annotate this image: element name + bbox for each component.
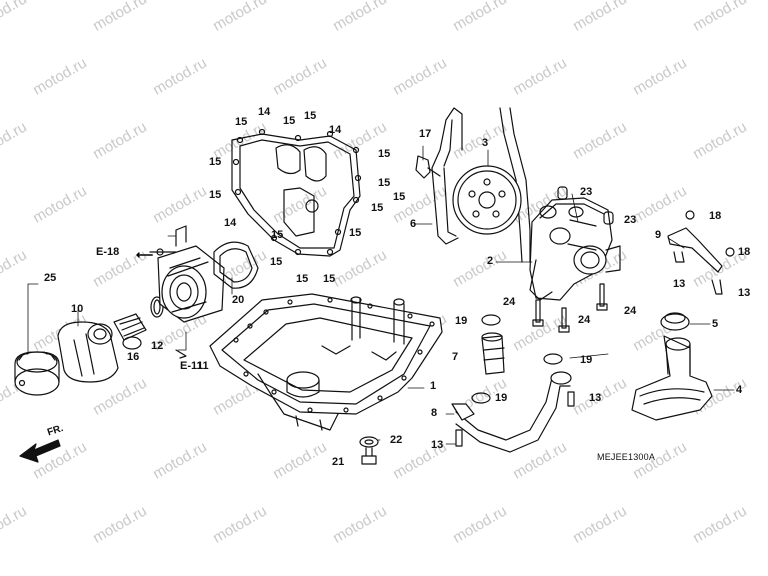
oil-pipe bbox=[451, 371, 572, 453]
callout-15-f[interactable]: 15 bbox=[209, 189, 222, 201]
callout-13-bracket[interactable]: 13 bbox=[673, 278, 686, 290]
strainer-seal bbox=[660, 312, 690, 331]
leader-lines bbox=[27, 145, 735, 445]
callout-6[interactable]: 6 bbox=[410, 218, 417, 230]
callout-20[interactable]: 20 bbox=[232, 294, 245, 306]
callout-11[interactable]: 11 bbox=[197, 360, 209, 372]
oil-pump bbox=[529, 197, 621, 301]
callout-15-c[interactable]: 15 bbox=[304, 110, 317, 122]
callout-13-pipe[interactable]: 13 bbox=[589, 392, 602, 404]
callout-9[interactable]: 9 bbox=[655, 229, 662, 241]
callout-1[interactable]: 1 bbox=[430, 380, 437, 392]
oil-strainer bbox=[631, 335, 713, 421]
callout-14-right[interactable]: 14 bbox=[329, 124, 342, 136]
pipe-bolt-left bbox=[455, 429, 463, 447]
callout-15-i[interactable]: 15 bbox=[371, 202, 384, 214]
callout-15-h[interactable]: 15 bbox=[393, 191, 406, 203]
callout-15-l[interactable]: 15 bbox=[270, 256, 283, 268]
callout-15-g[interactable]: 15 bbox=[378, 177, 391, 189]
front-arrow bbox=[19, 439, 61, 463]
callout-3[interactable]: 3 bbox=[482, 137, 489, 149]
callout-15-j[interactable]: 15 bbox=[349, 227, 362, 239]
callout-24-right[interactable]: 24 bbox=[624, 305, 637, 317]
o-ring-19-upper bbox=[481, 314, 501, 326]
callout-14-left[interactable]: 14 bbox=[224, 217, 237, 229]
callout-19-upper[interactable]: 19 bbox=[455, 315, 468, 327]
callout-15-n[interactable]: 15 bbox=[323, 273, 336, 285]
callout-19-lower[interactable]: 19 bbox=[495, 392, 508, 404]
callout-15-k[interactable]: 15 bbox=[271, 229, 284, 241]
callout-14-top[interactable]: 14 bbox=[258, 106, 271, 118]
callout-10[interactable]: 10 bbox=[71, 303, 84, 315]
callout-13-lower[interactable]: 13 bbox=[431, 439, 444, 451]
oil-pipe-bracket bbox=[667, 210, 735, 295]
dowel-pins bbox=[557, 186, 614, 225]
callout-24-middle[interactable]: 24 bbox=[578, 314, 591, 326]
callout-22[interactable]: 22 bbox=[390, 434, 403, 446]
o-ring-19-middle bbox=[543, 353, 563, 365]
o-ring-inner bbox=[153, 299, 161, 315]
ref-e11[interactable]: E-11 bbox=[180, 360, 203, 372]
callout-15-e[interactable]: 15 bbox=[378, 148, 391, 160]
arrow-left-icon: ⟵ bbox=[136, 248, 154, 262]
callout-23-right[interactable]: 23 bbox=[624, 214, 637, 226]
callout-15-b[interactable]: 15 bbox=[283, 115, 296, 127]
callout-4[interactable]: 4 bbox=[736, 384, 743, 396]
callout-19-middle[interactable]: 19 bbox=[580, 354, 593, 366]
callout-15-a[interactable]: 15 bbox=[235, 116, 248, 128]
callout-5[interactable]: 5 bbox=[712, 318, 719, 330]
chain-guide-bolt bbox=[415, 155, 441, 179]
callout-13-bracket-right[interactable]: 13 bbox=[738, 287, 751, 299]
drive-sprocket bbox=[452, 165, 522, 235]
callout-18-top[interactable]: 18 bbox=[709, 210, 722, 222]
drive-chain bbox=[431, 107, 531, 263]
callout-2[interactable]: 2 bbox=[487, 255, 494, 267]
callout-7[interactable]: 7 bbox=[452, 351, 459, 363]
oil-pump-cover-gasket bbox=[231, 128, 362, 257]
o-ring-19-lower bbox=[471, 392, 491, 404]
callout-23-top[interactable]: 23 bbox=[580, 186, 593, 198]
callout-17[interactable]: 17 bbox=[419, 128, 432, 140]
e11-arrow bbox=[175, 349, 187, 359]
cooler-gasket bbox=[213, 241, 259, 289]
callout-8[interactable]: 8 bbox=[431, 407, 438, 419]
callout-15-m[interactable]: 15 bbox=[296, 273, 309, 285]
callout-24-left[interactable]: 24 bbox=[503, 296, 516, 308]
callout-25[interactable]: 25 bbox=[44, 272, 57, 284]
oil-pan bbox=[209, 293, 443, 431]
oil-filter-wrench bbox=[14, 351, 60, 396]
pump-bolts bbox=[532, 283, 608, 333]
filter-boss-bolt bbox=[113, 313, 147, 350]
oil-cooler bbox=[149, 225, 225, 323]
callout-18-right[interactable]: 18 bbox=[738, 246, 751, 258]
ref-e18[interactable]: E-18 bbox=[96, 246, 120, 258]
relief-valve bbox=[481, 332, 505, 375]
callout-12[interactable]: 12 bbox=[151, 340, 164, 352]
oil-filter-cartridge bbox=[57, 321, 119, 383]
callout-15-d[interactable]: 15 bbox=[209, 156, 222, 168]
callout-21[interactable]: 21 bbox=[332, 456, 345, 468]
diagram-code: MEJEE1300A bbox=[597, 452, 656, 462]
callout-16[interactable]: 16 bbox=[127, 351, 140, 363]
drain-bolt bbox=[359, 436, 379, 465]
pipe-bolt-right bbox=[567, 391, 575, 407]
